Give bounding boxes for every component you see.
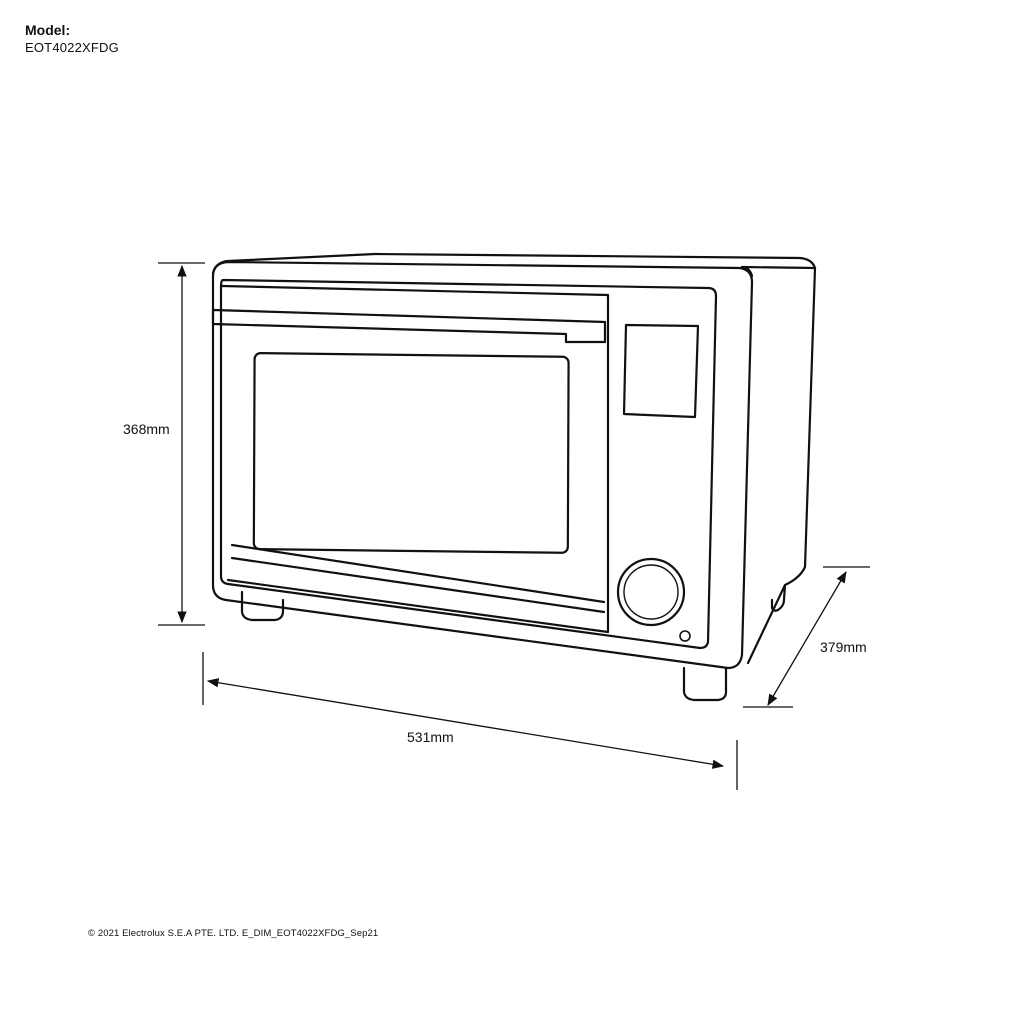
- door-lower-strip-inner: [230, 556, 606, 614]
- door-handle: [211, 308, 607, 344]
- oven-right-side: [740, 265, 817, 665]
- depth-label: 379mm: [820, 639, 867, 655]
- depth-arrow: [767, 570, 847, 707]
- front-right-foot: [682, 666, 728, 702]
- depth-dimension: [743, 566, 870, 708]
- height-dimension: [158, 262, 205, 626]
- power-indicator: [679, 630, 691, 642]
- model-block: Model: EOT4022XFDG: [25, 22, 119, 56]
- front-left-foot: [240, 590, 285, 622]
- oven-front-inner-border: [219, 278, 718, 650]
- oven-illustration: [211, 252, 817, 702]
- oven-front-face: [211, 260, 754, 670]
- height-label: 368mm: [123, 421, 170, 437]
- width-dimension: [202, 652, 738, 790]
- control-display: [622, 323, 700, 419]
- door-window: [252, 352, 570, 554]
- control-knob-ring: [623, 564, 679, 620]
- oven-door: [220, 284, 610, 634]
- model-label: Model:: [25, 22, 71, 38]
- copyright-footer: © 2021 Electrolux S.E.A PTE. LTD. E_DIM_…: [88, 928, 379, 939]
- door-lower-strip: [230, 543, 606, 604]
- control-knob: [616, 557, 686, 627]
- model-value: EOT4022XFDG: [25, 40, 119, 55]
- width-arrow: [206, 678, 725, 769]
- width-label: 531mm: [407, 729, 454, 745]
